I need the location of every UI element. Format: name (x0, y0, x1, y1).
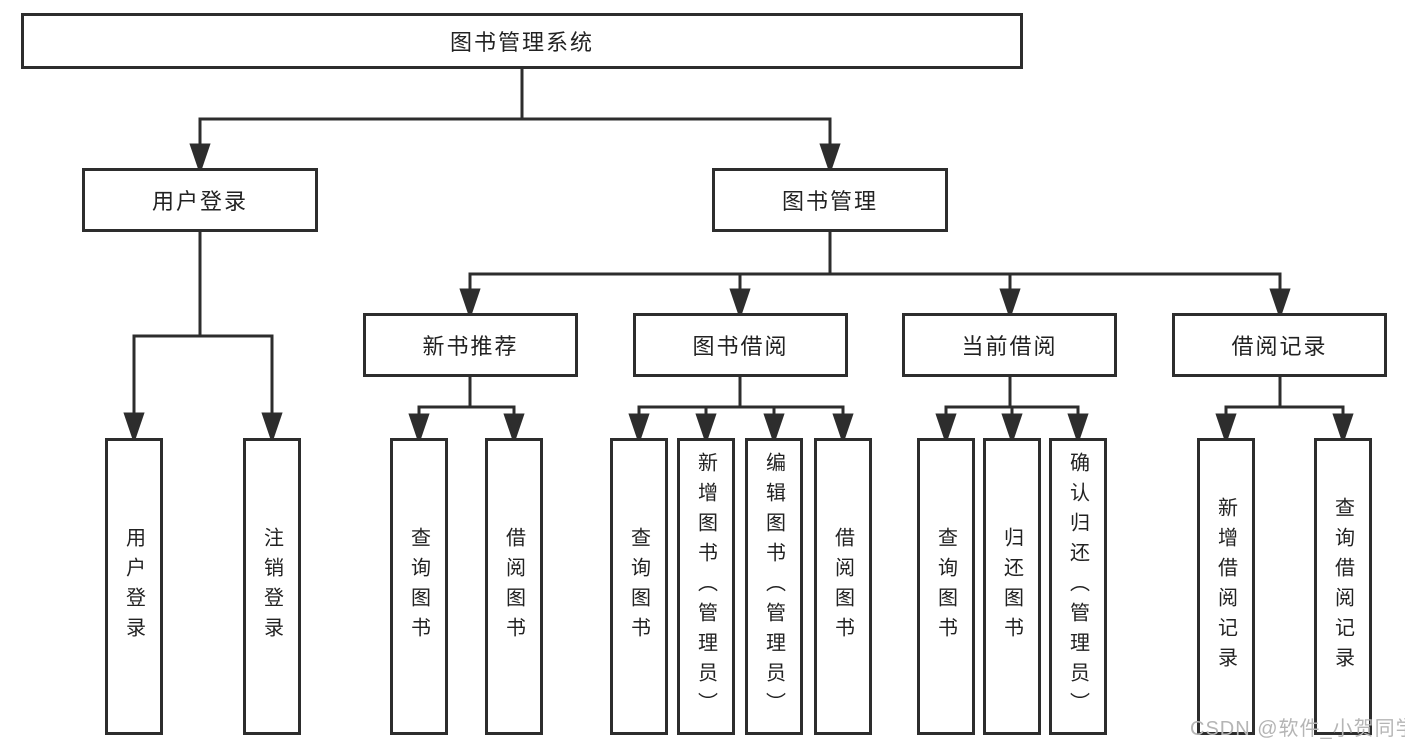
arrowhead-icon (1269, 288, 1291, 320)
arrowhead-icon (261, 412, 283, 444)
node-library-system: 图书管理系统 (21, 13, 1023, 69)
node-label: 当前借阅 (961, 334, 1058, 359)
node-label: 新书推荐 (422, 334, 519, 359)
arrowhead-icon (935, 413, 957, 445)
leaf-label: 归还图书 (1000, 526, 1023, 647)
arrowhead-icon (1332, 413, 1354, 445)
tree-edges (123, 69, 1354, 445)
leaf-label: 编辑图书（管理员） (762, 451, 785, 722)
node-current-borrowing: 当前借阅 (902, 313, 1117, 377)
leaf-user-login: 用户登录 (105, 438, 163, 735)
leaf-label: 借阅图书 (502, 526, 525, 647)
node-label: 图书管理 (781, 189, 878, 214)
leaf-query-books-borrowing: 查询图书 (610, 438, 668, 735)
arrowhead-icon (729, 288, 751, 320)
leaf-return-book: 归还图书 (983, 438, 1041, 735)
arrowhead-icon (1001, 413, 1023, 445)
leaf-query-books-recommend: 查询图书 (390, 438, 448, 735)
leaf-label: 用户登录 (122, 526, 145, 647)
arrowhead-icon (999, 288, 1021, 320)
arrowhead-icon (763, 413, 785, 445)
node-new-book-recommendation: 新书推荐 (363, 313, 578, 377)
arrowhead-icon (1215, 413, 1237, 445)
node-label: 图书管理系统 (449, 30, 594, 55)
leaf-query-books-current: 查询图书 (917, 438, 975, 735)
leaf-label: 注销登录 (260, 526, 283, 647)
node-book-borrowing: 图书借阅 (633, 313, 848, 377)
node-borrowing-records: 借阅记录 (1172, 313, 1387, 377)
leaf-label: 确认归还（管理员） (1066, 451, 1089, 722)
arrowhead-icon (189, 143, 211, 175)
arrowhead-icon (819, 143, 841, 175)
leaf-label: 查询图书 (627, 526, 650, 647)
leaf-borrow-books-recommend: 借阅图书 (485, 438, 543, 735)
arrowhead-icon (123, 412, 145, 444)
leaf-label: 查询图书 (407, 526, 430, 647)
leaf-add-book-admin: 新增图书（管理员） (677, 438, 735, 735)
node-label: 图书借阅 (692, 334, 789, 359)
arrowhead-icon (628, 413, 650, 445)
leaf-borrow-books-borrowing: 借阅图书 (814, 438, 872, 735)
leaf-add-borrow-record: 新增借阅记录 (1197, 438, 1255, 735)
arrowhead-icon (503, 413, 525, 445)
arrowhead-icon (408, 413, 430, 445)
leaf-label: 查询借阅记录 (1331, 496, 1354, 677)
leaf-label: 借阅图书 (831, 526, 854, 647)
leaf-confirm-return-admin: 确认归还（管理员） (1049, 438, 1107, 735)
node-label: 借阅记录 (1231, 334, 1328, 359)
leaf-edit-book-admin: 编辑图书（管理员） (745, 438, 803, 735)
node-label: 用户登录 (151, 189, 248, 214)
arrowhead-icon (1067, 413, 1089, 445)
leaf-label: 新增借阅记录 (1214, 496, 1237, 677)
arrowhead-icon (695, 413, 717, 445)
arrowhead-icon (459, 288, 481, 320)
arrowhead-icon (832, 413, 854, 445)
node-book-management: 图书管理 (712, 168, 948, 232)
leaf-label: 新增图书（管理员） (694, 451, 717, 722)
leaf-label: 查询图书 (934, 526, 957, 647)
node-user-login: 用户登录 (82, 168, 318, 232)
leaf-query-borrow-record: 查询借阅记录 (1314, 438, 1372, 735)
leaf-logout: 注销登录 (243, 438, 301, 735)
